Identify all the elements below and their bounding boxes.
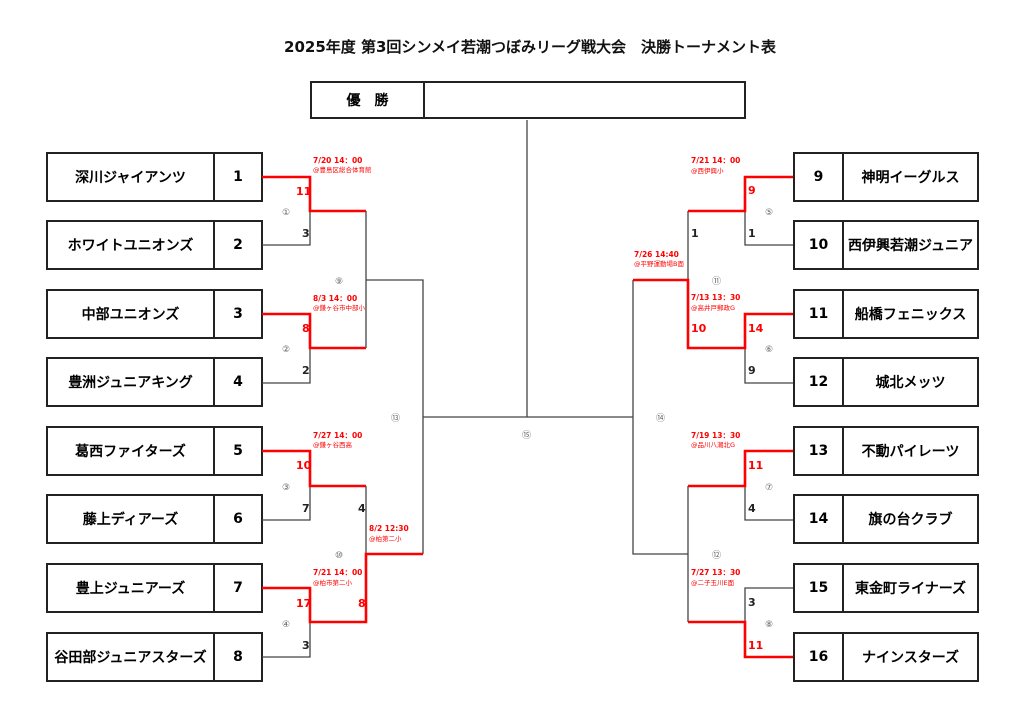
team-name: 神明イーグルス bbox=[842, 152, 979, 202]
team-name: 豊洲ジュニアキング bbox=[46, 357, 215, 407]
team-name: 葛西ファイターズ bbox=[46, 426, 215, 476]
team-seed: 11 bbox=[793, 289, 844, 339]
score: 4 bbox=[748, 502, 756, 515]
match-number: ⑨ bbox=[335, 277, 343, 287]
score: 2 bbox=[302, 364, 310, 377]
score: 8 bbox=[358, 597, 366, 610]
score: 10 bbox=[296, 459, 312, 472]
match-venue: @西伊興小 bbox=[691, 166, 724, 175]
team-name: 不動パイレーツ bbox=[842, 426, 979, 476]
match-venue: @高井戸郵政G bbox=[691, 303, 735, 312]
team-seed: 2 bbox=[213, 220, 263, 270]
team-name: 深川ジャイアンツ bbox=[46, 152, 215, 202]
match-number: ④ bbox=[282, 620, 290, 630]
match-date: 7/27 14：00 bbox=[313, 431, 362, 440]
score: 11 bbox=[296, 185, 311, 198]
match-number: ⑮ bbox=[522, 430, 531, 441]
match-venue: @平野運動場B面 bbox=[634, 259, 684, 268]
score: 3 bbox=[748, 596, 756, 609]
match-number: ② bbox=[282, 345, 290, 355]
team-name: 東金町ライナーズ bbox=[842, 563, 979, 613]
team-name: 豊上ジュニアーズ bbox=[46, 563, 215, 613]
team-seed: 15 bbox=[793, 563, 844, 613]
match-number: ⑭ bbox=[656, 413, 665, 424]
team-seed: 16 bbox=[793, 632, 844, 682]
match-date: 7/20 14：00 bbox=[313, 156, 362, 165]
match-number: ⑬ bbox=[391, 413, 400, 424]
match-number: ⑧ bbox=[765, 620, 773, 630]
team-name: 西伊興若潮ジュニア bbox=[842, 220, 979, 270]
match-number: ③ bbox=[282, 483, 290, 493]
match-date: 7/26 14:40 bbox=[634, 250, 679, 259]
team-seed: 4 bbox=[213, 357, 263, 407]
score: 14 bbox=[748, 322, 764, 335]
score: 17 bbox=[296, 597, 311, 610]
team-seed: 9 bbox=[793, 152, 844, 202]
score: 11 bbox=[748, 459, 763, 472]
match-number: ⑤ bbox=[765, 208, 773, 218]
champion-value bbox=[423, 81, 746, 119]
team-seed: 12 bbox=[793, 357, 844, 407]
score: 8 bbox=[302, 322, 310, 335]
team-name: 藤上ディアーズ bbox=[46, 494, 215, 544]
match-number: ⑥ bbox=[765, 345, 773, 355]
score: 1 bbox=[691, 227, 699, 240]
team-seed: 13 bbox=[793, 426, 844, 476]
match-date: 7/19 13：30 bbox=[691, 431, 740, 440]
match-date: 7/21 14：00 bbox=[691, 156, 740, 165]
match-venue: @柏市第二小 bbox=[313, 578, 353, 587]
match-venue: @柏第二小 bbox=[369, 534, 402, 543]
score: 11 bbox=[748, 639, 763, 652]
team-seed: 14 bbox=[793, 494, 844, 544]
team-name: 旗の台クラブ bbox=[842, 494, 979, 544]
team-name: 船橋フェニックス bbox=[842, 289, 979, 339]
match-number: ⑦ bbox=[765, 483, 773, 493]
match-date: 7/21 14：00 bbox=[313, 568, 362, 577]
score: 3 bbox=[302, 639, 310, 652]
match-number: ⑩ bbox=[335, 551, 343, 561]
score: 1 bbox=[748, 227, 756, 240]
match-date: 7/27 13：30 bbox=[691, 568, 740, 577]
match-venue: @品川八潮北G bbox=[691, 440, 735, 449]
match-venue: @鎌ヶ谷市中部小 bbox=[313, 303, 366, 312]
match-venue: @豊島区総合体育館 bbox=[313, 165, 372, 174]
team-name: ホワイトユニオンズ bbox=[46, 220, 215, 270]
match-number: ⑪ bbox=[712, 276, 721, 287]
match-date: 7/13 13：30 bbox=[691, 293, 740, 302]
team-name: 城北メッツ bbox=[842, 357, 979, 407]
score: 3 bbox=[302, 227, 310, 240]
match-venue: @二子玉川E面 bbox=[691, 579, 735, 587]
match-venue: @鎌ヶ谷西高 bbox=[313, 440, 353, 449]
match-date: 8/2 12:30 bbox=[369, 524, 409, 533]
match-date: 8/3 14：00 bbox=[313, 294, 357, 303]
team-name: ナインスターズ bbox=[842, 632, 979, 682]
page-title: 2025年度 第3回シンメイ若潮つぼみリーグ戦大会 決勝トーナメント表 bbox=[284, 38, 776, 56]
team-name: 谷田部ジュニアスターズ bbox=[46, 632, 215, 682]
team-seed: 10 bbox=[793, 220, 844, 270]
team-seed: 6 bbox=[213, 494, 263, 544]
team-name: 中部ユニオンズ bbox=[46, 289, 215, 339]
match-number: ⑫ bbox=[712, 550, 721, 561]
team-seed: 7 bbox=[213, 563, 263, 613]
score: 7 bbox=[302, 502, 310, 515]
score: 9 bbox=[748, 184, 756, 197]
score: 10 bbox=[691, 322, 707, 335]
score: 4 bbox=[358, 502, 366, 515]
match-number: ① bbox=[282, 208, 290, 218]
score: 9 bbox=[748, 364, 756, 377]
